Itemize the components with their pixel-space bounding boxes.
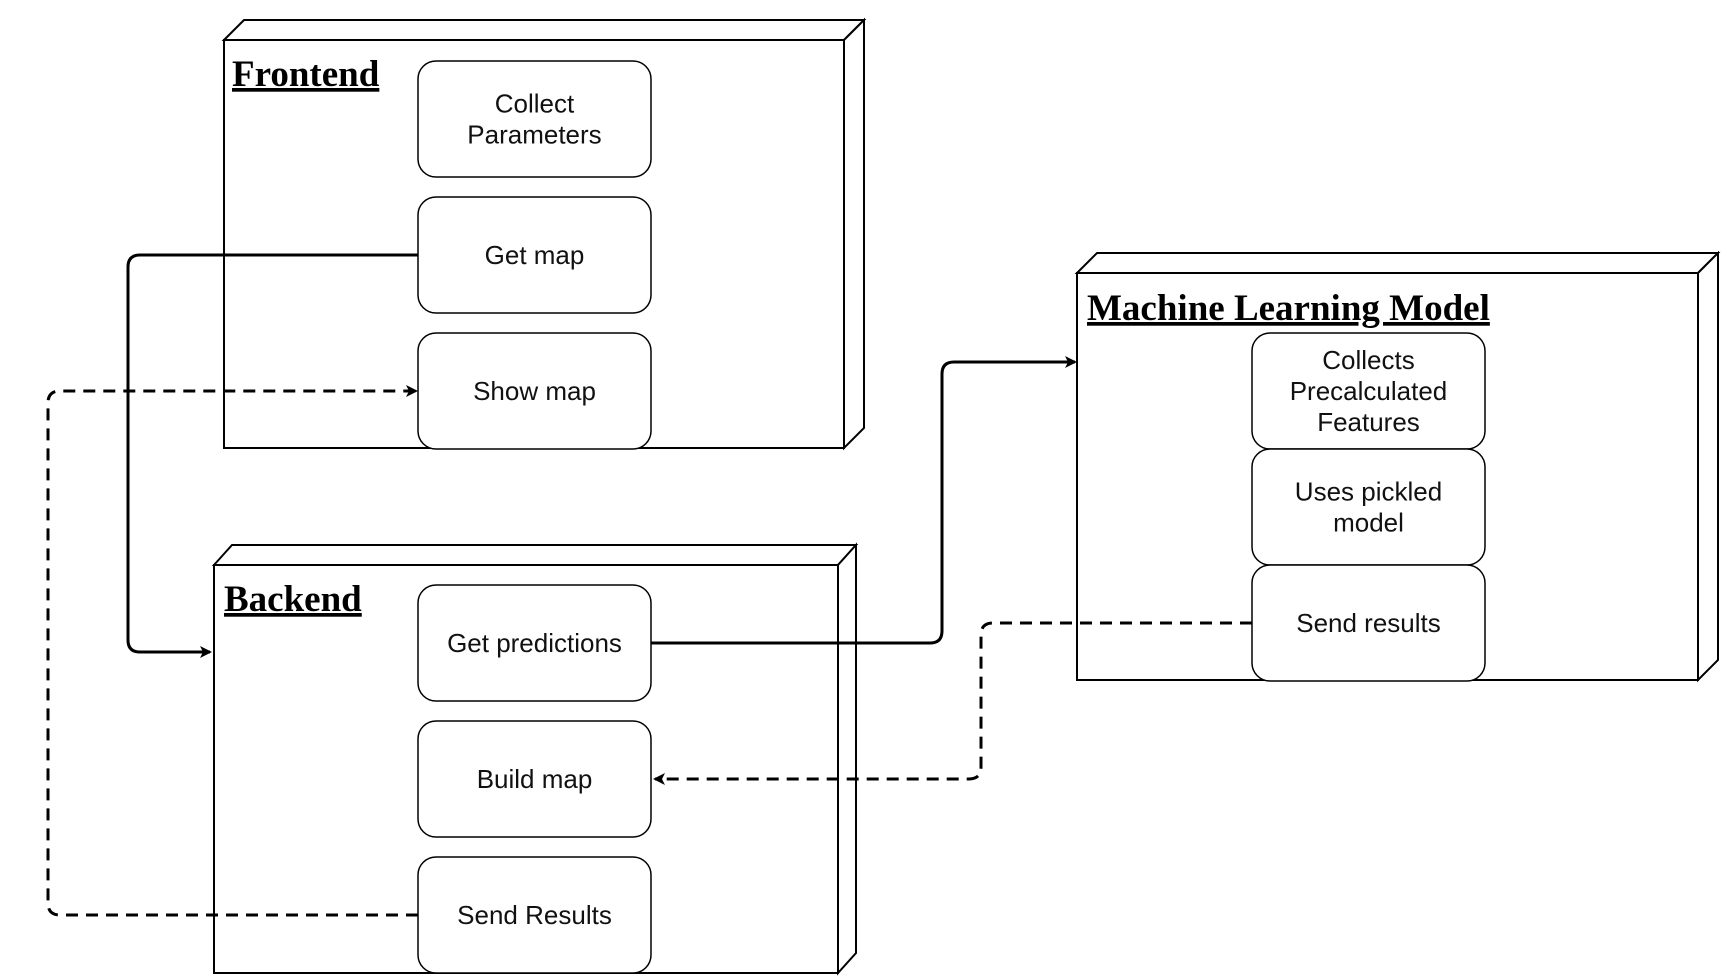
step-send-results-ml-label: Send results [1296, 608, 1441, 638]
frontend-title: Frontend [232, 54, 380, 95]
step-send-results-backend: Send Results [417, 856, 652, 974]
step-build-map-label: Build map [477, 764, 593, 794]
step-get-predictions-label: Get predictions [447, 628, 622, 658]
step-send-results-ml: Send results [1251, 564, 1486, 682]
step-show-map: Show map [417, 332, 652, 450]
connector-get-predictions-to-ml [651, 356, 1077, 645]
connector-send-results-to-show-map [46, 385, 418, 917]
step-show-map-label: Show map [473, 376, 596, 406]
connector-send-results-to-build-map [653, 621, 1252, 785]
step-get-predictions: Get predictions [417, 584, 652, 702]
connector-get-map-to-backend [126, 253, 418, 658]
ml-model-title: Machine Learning Model [1087, 288, 1490, 329]
step-build-map: Build map [417, 720, 652, 838]
backend-title: Backend [224, 579, 362, 620]
step-get-map-label: Get map [485, 240, 585, 270]
step-send-results-backend-label: Send Results [457, 900, 612, 930]
step-get-map: Get map [417, 196, 652, 314]
